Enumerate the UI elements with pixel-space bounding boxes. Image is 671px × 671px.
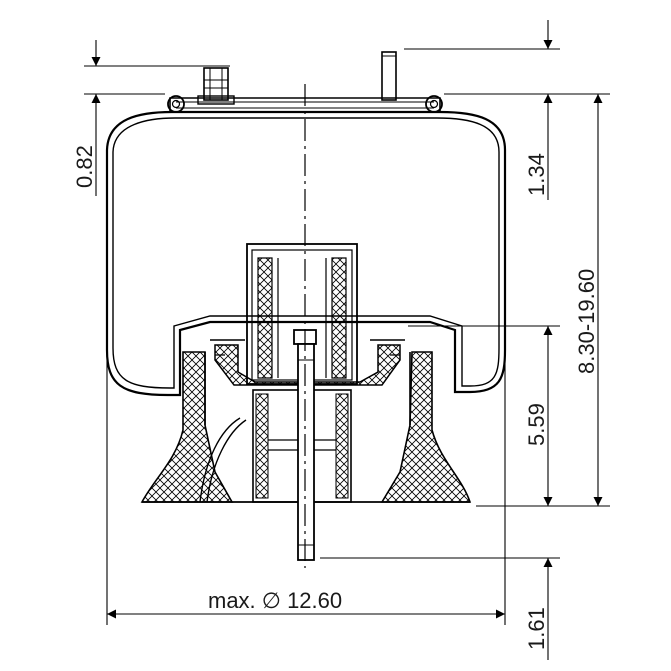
dim-piston-height: 5.59	[524, 403, 549, 446]
dimension-lines	[84, 20, 610, 660]
dim-top-offset: 0.82	[72, 145, 97, 188]
dim-height-range: 8.30-19.60	[574, 269, 599, 374]
air-fitting	[197, 67, 235, 105]
mounting-stud-top	[381, 51, 397, 101]
piston-top	[210, 339, 405, 386]
dim-bead-height: 1.34	[524, 153, 549, 196]
piston-inner	[252, 389, 352, 503]
piston	[140, 351, 472, 503]
dim-max-diameter: max. ∅ 12.60	[208, 588, 342, 613]
top-bead-plate	[167, 95, 443, 113]
bellows	[105, 110, 507, 397]
dim-stud-length: 1.61	[524, 607, 549, 650]
